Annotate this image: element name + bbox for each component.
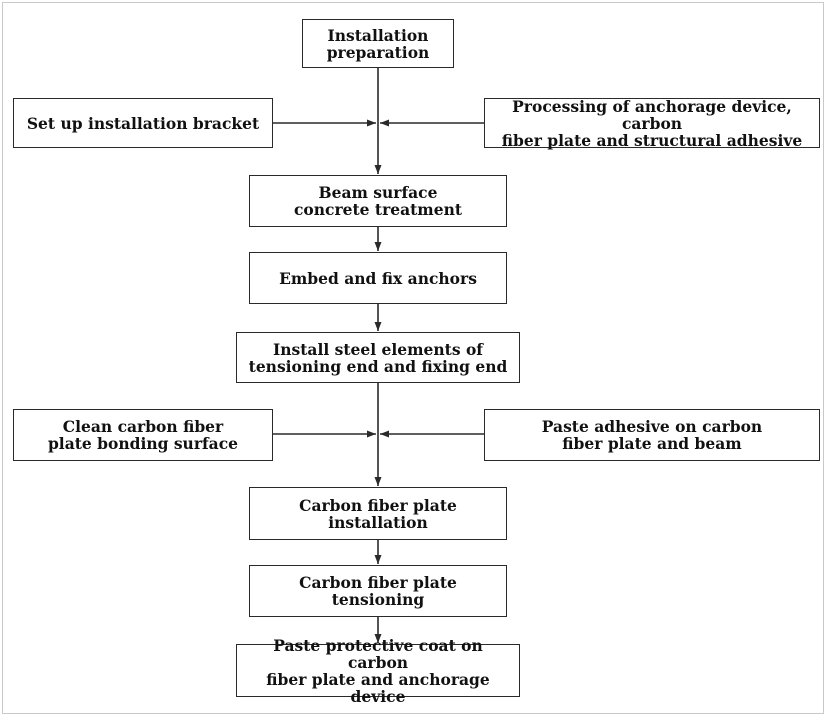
step-label: Clean carbon fiber plate bonding surface xyxy=(47,417,239,453)
step-embed-and-fix-anchors: Embed and fix anchors xyxy=(249,252,507,304)
step-label: Carbon fiber plate installation xyxy=(299,495,457,532)
step-label: Processing of anchorage device, carbon f… xyxy=(501,96,803,150)
step-install-steel-elements: Install steel elements of tensioning end… xyxy=(236,332,520,383)
step-label: Embed and fix anchors xyxy=(279,268,477,288)
step-set-up-installation-bracket: Set up installation bracket xyxy=(13,98,273,148)
step-carbon-fiber-plate-installation: Carbon fiber plate installation xyxy=(249,487,507,540)
step-label: Install steel elements of tensioning end… xyxy=(248,339,508,376)
step-label: Paste adhesive on carbon fiber plate and… xyxy=(541,417,763,453)
step-clean-bonding-surface: Clean carbon fiber plate bonding surface xyxy=(13,409,273,461)
step-label: Beam surface concrete treatment xyxy=(293,183,462,219)
step-label: Installation preparation xyxy=(326,25,430,62)
step-paste-protective-coat: Paste protective coat on carbon fiber pl… xyxy=(236,637,520,705)
step-installation-preparation: Installation preparation xyxy=(302,19,454,68)
step-carbon-fiber-plate-tensioning: Carbon fiber plate tensioning xyxy=(249,565,507,617)
step-label: Paste protective coat on carbon fiber pl… xyxy=(266,635,490,706)
step-beam-surface-concrete-treatment: Beam surface concrete treatment xyxy=(249,175,507,227)
step-label: Carbon fiber plate tensioning xyxy=(299,573,457,609)
step-paste-adhesive: Paste adhesive on carbon fiber plate and… xyxy=(484,409,820,461)
step-processing-of-materials: Processing of anchorage device, carbon f… xyxy=(484,96,820,150)
step-label: Set up installation bracket xyxy=(26,113,260,133)
